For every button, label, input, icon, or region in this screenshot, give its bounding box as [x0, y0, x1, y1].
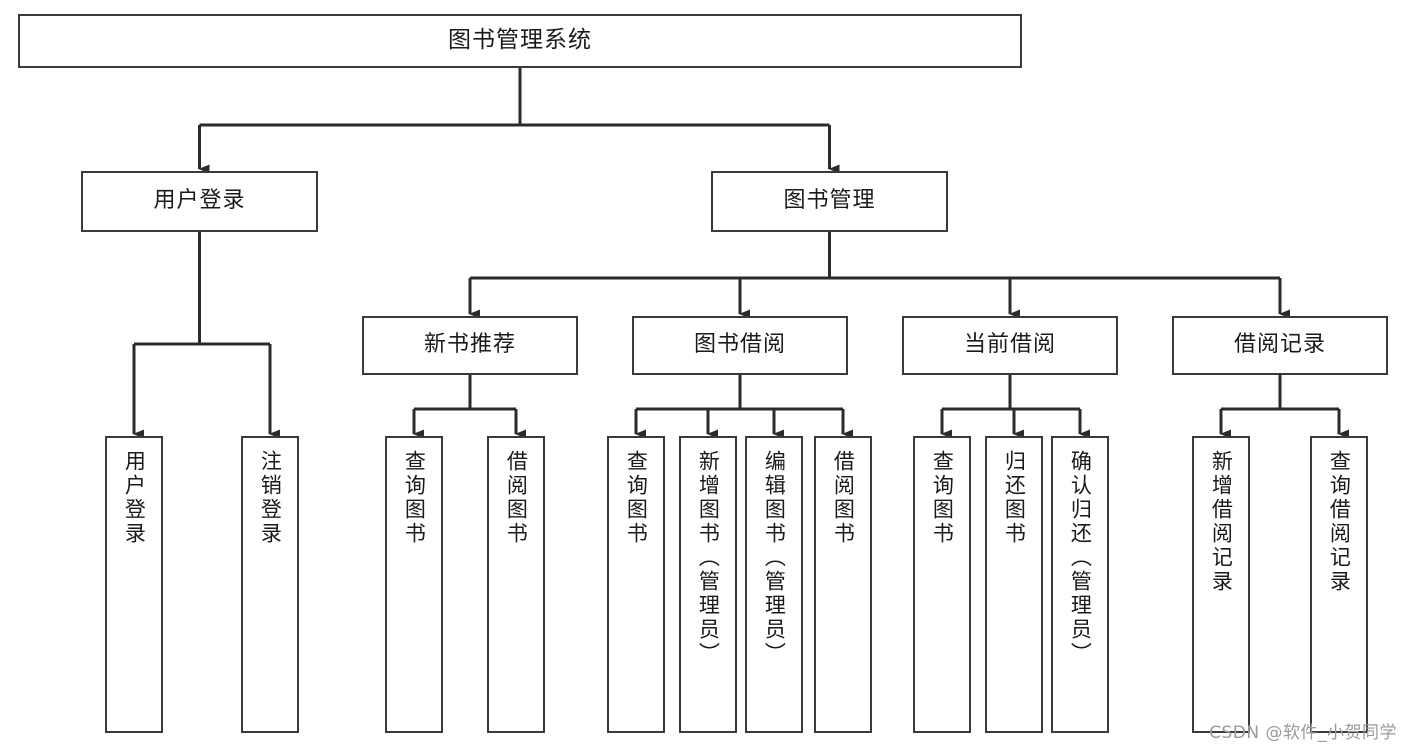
node-l1[interactable]: 用户登录: [105, 436, 163, 733]
node-label: 图书管理: [783, 188, 876, 214]
node-label: 图书管理系统: [448, 27, 592, 54]
node-l3[interactable]: 查询图书: [385, 436, 443, 733]
node-label: 用户登录: [153, 188, 246, 214]
node-records[interactable]: 借阅记录: [1172, 316, 1388, 375]
node-label: 新书推荐: [423, 332, 516, 358]
node-label: 查询图书: [624, 450, 649, 546]
node-l13[interactable]: 查询借阅记录: [1310, 436, 1368, 733]
node-current[interactable]: 当前借阅: [902, 316, 1118, 375]
node-l9[interactable]: 查询图书: [913, 436, 971, 733]
node-l8[interactable]: 借阅图书: [814, 436, 872, 733]
node-l4[interactable]: 借阅图书: [487, 436, 545, 733]
node-label: 当前借阅: [963, 332, 1056, 358]
node-label: 查询借阅记录: [1327, 450, 1352, 594]
node-l7[interactable]: 编辑图书（管理员）: [745, 436, 803, 733]
node-l10[interactable]: 归还图书: [985, 436, 1043, 733]
node-label: 归还图书: [1002, 450, 1027, 546]
node-label: 用户登录: [122, 450, 147, 546]
node-label: 新增图书（管理员）: [696, 450, 721, 666]
node-label: 借阅记录: [1233, 332, 1326, 358]
node-l12[interactable]: 新增借阅记录: [1192, 436, 1250, 733]
node-label: 借阅图书: [504, 450, 529, 546]
node-label: 查询图书: [402, 450, 427, 546]
node-label: 借阅图书: [831, 450, 856, 546]
node-l6[interactable]: 新增图书（管理员）: [679, 436, 737, 733]
watermark-label: CSDN @软件_小贺同学: [1209, 723, 1397, 743]
node-l2[interactable]: 注销登录: [241, 436, 299, 733]
node-borrow[interactable]: 图书借阅: [632, 316, 848, 375]
node-bookmgmt[interactable]: 图书管理: [711, 171, 948, 232]
node-l5[interactable]: 查询图书: [607, 436, 665, 733]
node-l11[interactable]: 确认归还（管理员）: [1051, 436, 1109, 733]
node-login[interactable]: 用户登录: [81, 171, 318, 232]
node-label: 确认归还（管理员）: [1068, 450, 1093, 666]
node-label: 图书借阅: [693, 332, 786, 358]
node-label: 注销登录: [258, 450, 283, 546]
node-label: 查询图书: [930, 450, 955, 546]
node-label: 新增借阅记录: [1209, 450, 1234, 594]
node-root[interactable]: 图书管理系统: [18, 14, 1022, 68]
node-label: 编辑图书（管理员）: [762, 450, 787, 666]
node-newbook[interactable]: 新书推荐: [362, 316, 578, 375]
